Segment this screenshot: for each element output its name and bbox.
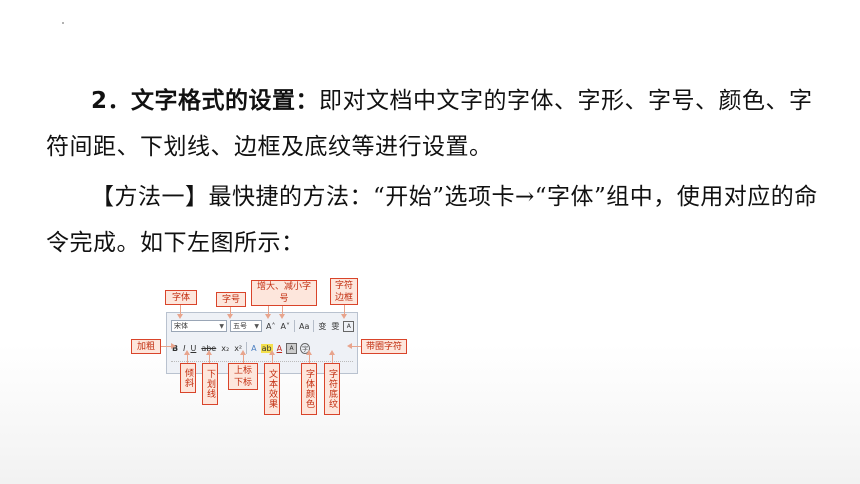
arrow-text-effect [269, 350, 275, 363]
paragraph-heading: 2．文字格式的设置： [91, 88, 320, 114]
chevron-down-icon: ▼ [254, 322, 259, 330]
label-bold: 加粗 [131, 339, 161, 354]
paragraph-body: 即对文档中文字的字体、字形、字号、颜色、字符间距、下划线、边框及底纹等进行设置。 [46, 88, 813, 160]
label-italic: 倾斜 [180, 363, 196, 393]
highlight-icon[interactable]: ab [260, 343, 273, 353]
arrow-size [227, 307, 233, 319]
font-color-icon[interactable]: A [276, 343, 283, 353]
strikethrough-icon[interactable]: abe [201, 343, 217, 353]
label-enclose: 带圈字符 [361, 339, 407, 354]
toolbar-row-1: 宋体 ▼ 五号 ▼ A˄ A˅ Aa 变 雯 A [171, 317, 355, 335]
label-underline: 下划线 [202, 363, 218, 405]
char-shading-icon[interactable]: A [286, 342, 298, 354]
label-font: 字体 [165, 290, 197, 305]
decorative-dot [62, 22, 64, 24]
label-size: 字号 [216, 292, 246, 307]
arrow-font-color [306, 350, 312, 363]
label-sub-super: 上标下标 [228, 363, 258, 390]
label-char-border: 字符边框 [330, 278, 358, 305]
toolbar-divider [246, 342, 248, 354]
grow-font-icon[interactable]: A˄ [266, 321, 276, 331]
text-effect-icon[interactable]: A [251, 343, 257, 353]
label-grow-shrink: 增大、减小字号 [251, 280, 317, 306]
chevron-down-icon: ▼ [219, 322, 224, 330]
label-text-effect: 文本效果 [264, 363, 280, 415]
paragraph-text-format: 2．文字格式的设置：即对文档中文字的字体、字形、字号、颜色、字符间距、下划线、边… [46, 78, 826, 170]
method-heading: 【方法一】 [91, 184, 209, 210]
toolbar-divider [293, 320, 295, 332]
arrow-enclose [347, 343, 361, 349]
arrow-italic [184, 350, 190, 363]
phonetic-guide-icon[interactable]: 雯 [331, 321, 340, 331]
superscript-icon[interactable]: x² [234, 343, 243, 353]
subscript-icon[interactable]: x₂ [221, 343, 230, 353]
change-case-icon[interactable]: Aa [298, 321, 310, 331]
arrow-sub-super [240, 350, 246, 363]
arrow-char-shading [329, 350, 335, 363]
arrow-shrink [279, 306, 285, 319]
font-size-value: 五号 [233, 322, 247, 330]
char-border-icon[interactable]: A [343, 320, 355, 332]
toolbar-divider [313, 320, 315, 332]
method-body: 最快捷的方法：“开始”选项卡→“字体”组中，使用对应的命令完成。如下左图所示： [46, 184, 818, 256]
clear-format-icon[interactable]: 变 [318, 321, 327, 331]
font-size-combo[interactable]: 五号 ▼ [230, 320, 262, 332]
arrow-underline [206, 350, 212, 363]
italic-icon[interactable]: I [183, 343, 186, 353]
arrow-char-border [341, 305, 347, 319]
background-gradient [0, 344, 860, 484]
arrow-grow [265, 306, 271, 319]
toolbar-row-2: B I U abe x₂ x² A ab A A 字 [171, 339, 311, 357]
underline-icon[interactable]: U [190, 343, 197, 353]
arrow-bold [161, 343, 176, 349]
font-name-combo[interactable]: 宋体 ▼ [171, 320, 227, 332]
font-name-value: 宋体 [174, 322, 188, 330]
shrink-font-icon[interactable]: A˅ [280, 321, 290, 331]
arrow-font [177, 305, 183, 319]
label-char-shading: 字符底纹 [324, 363, 340, 415]
toolbar-footer [171, 361, 353, 368]
enclose-char-icon[interactable]: 字 [300, 342, 311, 354]
label-font-color: 字体颜色 [301, 363, 317, 415]
paragraph-method-one: 【方法一】最快捷的方法：“开始”选项卡→“字体”组中，使用对应的命令完成。如下左… [46, 174, 826, 266]
